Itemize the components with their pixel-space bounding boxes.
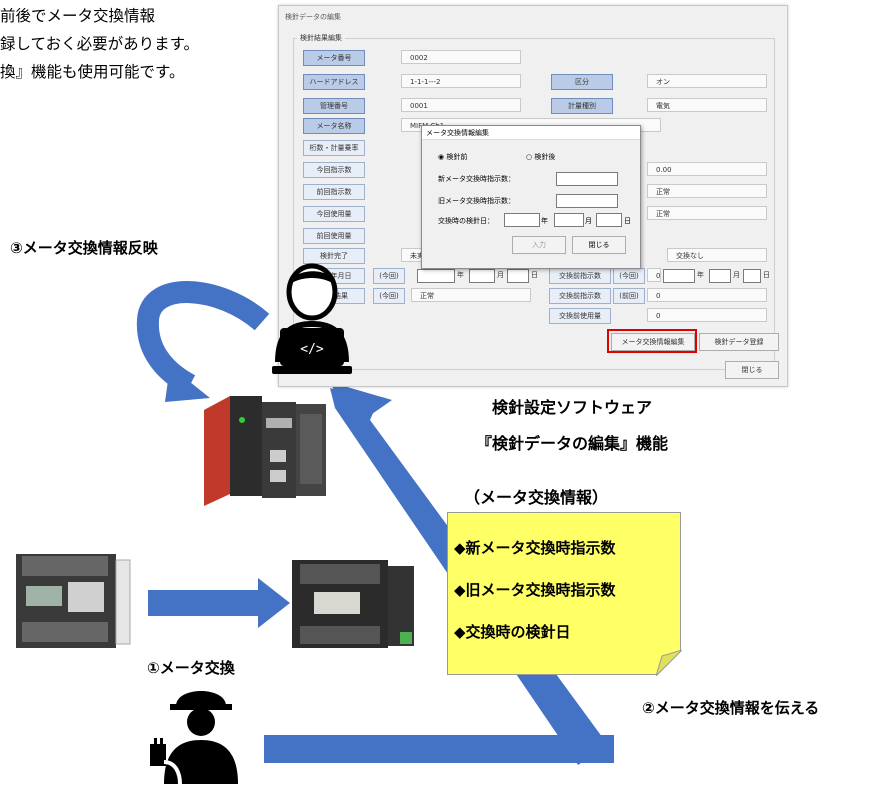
step1-label: ①メータ交換: [147, 659, 235, 677]
plc-device-icon: [204, 396, 326, 506]
dialog-year-input[interactable]: [504, 213, 540, 227]
old-reading-label: 旧メータ交換時指示数：: [438, 197, 515, 205]
exchange-month-input[interactable]: [709, 269, 731, 283]
new-reading-label: 新メータ交換時指示数：: [438, 175, 515, 183]
value-reading-result: 正常: [411, 288, 531, 302]
intro-line: 換』機能も使用可能です。: [0, 63, 185, 81]
label-current-usage: 今回使用量: [303, 206, 365, 222]
reading-month-input[interactable]: [469, 269, 495, 283]
new-reading-input[interactable]: [556, 172, 618, 186]
exchange-edit-highlight: [607, 329, 697, 353]
step3-label: ③メータ交換情報反映: [10, 239, 158, 257]
label-previous-reading: 前回指示数: [303, 184, 365, 200]
bottom-band: [264, 735, 614, 763]
curve-arrow: [136, 281, 270, 395]
exchange-year-unit: 年: [697, 271, 704, 279]
dialog-month-input[interactable]: [554, 213, 584, 227]
label-previous-usage: 前回使用量: [303, 228, 365, 244]
radio-before[interactable]: ◉ 検針前: [438, 153, 468, 161]
exchange-month-unit: 月: [733, 271, 740, 279]
note-item: ◆交換時の検針日: [454, 623, 571, 641]
label-prev-reading-previous-sub: (前回): [613, 288, 645, 304]
label-reading-result-sub: (今回): [373, 288, 405, 304]
radio-after[interactable]: ○ 検針後: [526, 153, 556, 161]
dialog-day-unit: 日: [624, 217, 631, 225]
reading-day-input[interactable]: [507, 269, 529, 283]
software-caption: 検針設定ソフトウェア 『検針データの編集』機能: [404, 394, 740, 458]
value-measure-type: 電気: [647, 98, 767, 112]
meter-arrow-head: [258, 578, 290, 628]
value-management-number: 0001: [401, 98, 521, 112]
old-meter-icon: [16, 554, 131, 648]
label-prev-reading-previous: 交換前指示数: [549, 288, 611, 304]
engineer-laptop-icon: </>: [272, 263, 352, 374]
label-digits: 桁数・計量乗率: [303, 140, 365, 156]
result-group: [293, 38, 775, 370]
radio-before-label: 検針前: [446, 153, 468, 161]
value-prev-usage: 0: [647, 308, 767, 322]
worker-icon: [150, 691, 238, 784]
software-caption-line2: 『検針データの編集』機能: [475, 434, 668, 453]
curve-arrow-head: [165, 366, 210, 402]
group-label: 検針結果編集: [297, 33, 345, 43]
reading-year-input[interactable]: [417, 269, 455, 283]
intro-line: 前後でメータ交換情報: [0, 7, 156, 25]
radio-after-label: 検針後: [534, 153, 556, 161]
note-item: ◆新メータ交換時指示数: [454, 539, 616, 557]
reading-day-unit: 日: [531, 271, 538, 279]
label-measure-type: 計量種別: [551, 98, 613, 114]
value-category: オン: [647, 74, 767, 88]
close-button[interactable]: 閉じる: [725, 361, 779, 379]
label-category: 区分: [551, 74, 613, 90]
meter-arrow-body: [148, 590, 260, 616]
svg-text:</>: </>: [300, 342, 324, 357]
exchange-day-input[interactable]: [743, 269, 761, 283]
label-reading-complete: 検針完了: [303, 248, 365, 264]
dialog-title: メータ交換情報編集: [422, 126, 640, 140]
dialog-day-input[interactable]: [596, 213, 622, 227]
value-meter-number: 0002: [401, 50, 521, 64]
label-meter-number: メータ番号: [303, 50, 365, 66]
note-box: ◆新メータ交換時指示数 ◆旧メータ交換時指示数 ◆交換時の検針日: [447, 512, 681, 675]
reading-month-unit: 月: [497, 271, 504, 279]
value-reading-complete: 未実: [401, 248, 425, 262]
value-prev-reading-previous: 0: [647, 288, 767, 302]
dialog-close-button[interactable]: 閉じる: [572, 236, 626, 254]
dialog-input-button[interactable]: 入力: [512, 236, 566, 254]
exchange-dialog: メータ交換情報編集 ◉ 検針前 ○ 検針後 新メータ交換時指示数： 旧メータ交換…: [421, 125, 641, 269]
dialog-year-unit: 年: [541, 217, 548, 225]
label-hard-address: ハードアドレス: [303, 74, 365, 90]
register-button[interactable]: 検針データ登録: [699, 333, 779, 351]
window-title: 検針データの編集: [285, 13, 341, 21]
value-status-1: 正常: [647, 184, 767, 198]
note-title: （メータ交換情報）: [464, 488, 609, 507]
value-prev-reading-current: 0: [647, 268, 661, 282]
old-reading-input[interactable]: [556, 194, 618, 208]
value-exchange: 交換なし: [667, 248, 767, 262]
dialog-month-unit: 月: [585, 217, 592, 225]
exchange-edit-button[interactable]: メータ交換情報編集: [611, 333, 695, 351]
exchange-date-label: 交換時の検針日：: [438, 217, 494, 225]
step2-label: ②メータ交換情報を伝える: [642, 699, 820, 717]
intro-line: 録しておく必要があります。: [0, 35, 200, 53]
label-management-number: 管理番号: [303, 98, 365, 114]
value-hard-address: 1-1-1---2: [401, 74, 521, 88]
intro-text: 前後でメータ交換情報録しておく必要があります。換』機能も使用可能です。: [0, 2, 199, 86]
label-current-reading: 今回指示数: [303, 162, 365, 178]
up-arrow-head: [330, 382, 392, 428]
value-multiplier: 0.00: [647, 162, 767, 176]
label-reading-date-sub: (今回): [373, 268, 405, 284]
label-prev-reading-current-sub: (今回): [613, 268, 645, 284]
label-prev-reading-current: 交換前指示数: [549, 268, 611, 284]
label-prev-usage: 交換前使用量: [549, 308, 611, 324]
software-caption-line1: 検針設定ソフトウェア: [491, 398, 652, 417]
value-status-2: 正常: [647, 206, 767, 220]
exchange-day-unit: 日: [763, 271, 770, 279]
new-meter-icon: [292, 560, 414, 648]
reading-year-unit: 年: [457, 271, 464, 279]
label-meter-name: メータ名称: [303, 118, 365, 134]
note-fold-icon: [656, 650, 682, 676]
exchange-year-input[interactable]: [663, 269, 695, 283]
note-item: ◆旧メータ交換時指示数: [454, 581, 616, 599]
